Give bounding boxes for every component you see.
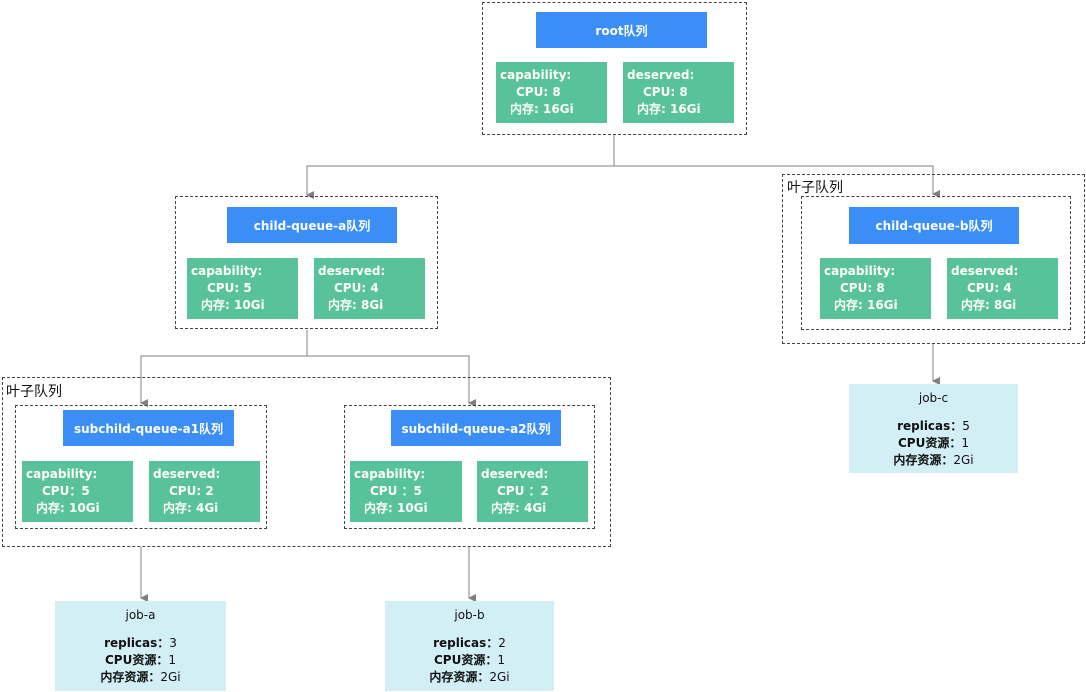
cpu-key: CPU资源： <box>434 653 498 667</box>
capability-label: capability: <box>191 264 263 278</box>
child-b-capability-box: capability: CPU: 8 内存: 16Gi <box>820 258 931 319</box>
connector-child-a-to-a2 <box>307 355 476 407</box>
capability-label: capability: <box>500 68 572 82</box>
capability-cpu: CPU: 8 <box>840 281 885 295</box>
child-b-deserved-box: deserved: CPU: 4 内存: 8Gi <box>947 258 1058 319</box>
leaf-queue-group-a <box>2 377 611 547</box>
subchild-a1-deserved-box: deserved: CPU: 2 内存: 4Gi <box>149 461 260 522</box>
mem-value: 2Gi <box>489 670 510 684</box>
capability-mem: 内存: 16Gi <box>834 298 898 312</box>
deserved-mem: 内存: 8Gi <box>961 298 1017 312</box>
subchild-a1-capability-box: capability: CPU：5 内存: 10Gi <box>22 461 133 522</box>
leaf-queue-group-b-label: 叶子队列 <box>787 180 843 196</box>
subchild-queue-a2-group <box>344 405 595 529</box>
mem-key: 内存资源： <box>893 453 954 467</box>
root-queue-group <box>482 2 747 135</box>
child-queue-a-group <box>175 196 438 329</box>
capability-label: capability: <box>824 264 896 278</box>
connector-child-a-to-a1 <box>140 330 308 407</box>
job-b-card: job-b replicas：2 CPU资源：1 内存资源：2Gi <box>385 601 554 691</box>
connector-root-to-child-b <box>614 165 940 198</box>
cpu-value: 1 <box>497 653 505 667</box>
replicas-value: 3 <box>169 636 177 650</box>
cpu-value: 1 <box>961 436 969 450</box>
deserved-cpu: CPU: 4 <box>334 281 379 295</box>
deserved-cpu: CPU: 8 <box>643 85 688 99</box>
capability-label: capability: <box>26 467 98 481</box>
deserved-label: deserved: <box>481 467 549 481</box>
root-deserved-box: deserved: CPU: 8 内存: 16Gi <box>623 62 734 123</box>
child-queue-b-title: child-queue-b队列 <box>849 207 1019 244</box>
capability-mem: 内存: 10Gi <box>36 501 100 515</box>
deserved-label: deserved: <box>951 264 1019 278</box>
deserved-label: deserved: <box>153 467 221 481</box>
connector-root-to-child-a <box>306 135 615 199</box>
replicas-value: 5 <box>962 419 970 433</box>
deserved-cpu: CPU: 4 <box>967 281 1012 295</box>
job-name: job-c <box>918 391 949 405</box>
capability-cpu: CPU：5 <box>42 484 90 498</box>
job-name: job-b <box>454 608 485 622</box>
capability-cpu: CPU ：5 <box>370 484 422 498</box>
capability-mem: 内存: 10Gi <box>201 298 265 312</box>
child-a-deserved-box: deserved: CPU: 4 内存: 8Gi <box>314 258 425 319</box>
capability-cpu: CPU: 5 <box>207 281 252 295</box>
capability-mem: 内存: 16Gi <box>510 102 574 116</box>
deserved-cpu: CPU ：2 <box>497 484 549 498</box>
child-queue-a-title: child-queue-a队列 <box>227 207 397 243</box>
job-a-card: job-a replicas：3 CPU资源：1 内存资源：2Gi <box>55 601 226 691</box>
child-queue-b-group <box>801 196 1071 330</box>
subchild-queue-a2-title: subchild-queue-a2队列 <box>391 410 561 446</box>
job-name: job-a <box>125 608 156 622</box>
deserved-mem: 内存: 8Gi <box>328 298 384 312</box>
cpu-key: CPU资源： <box>898 436 962 450</box>
subchild-a2-capability-box: capability: CPU ：5 内存: 10Gi <box>350 461 462 522</box>
subchild-queue-a1-title: subchild-queue-a1队列 <box>63 410 234 446</box>
capability-label: capability: <box>354 467 426 481</box>
capability-mem: 内存: 10Gi <box>364 501 428 515</box>
replicas-key: replicas： <box>897 419 963 433</box>
child-a-capability-box: capability: CPU: 5 内存: 10Gi <box>187 258 298 319</box>
capability-cpu: CPU: 8 <box>516 85 561 99</box>
deserved-label: deserved: <box>627 68 695 82</box>
deserved-cpu: CPU: 2 <box>169 484 214 498</box>
subchild-a2-deserved-box: deserved: CPU ：2 内存: 4Gi <box>477 461 588 522</box>
cpu-value: 1 <box>168 653 176 667</box>
subchild-queue-a1-group <box>15 405 267 529</box>
mem-value: 2Gi <box>953 453 974 467</box>
replicas-value: 2 <box>498 636 506 650</box>
deserved-mem: 内存: 16Gi <box>637 102 701 116</box>
cpu-key: CPU资源： <box>105 653 169 667</box>
job-c-card: job-c replicas：5 CPU资源：1 内存资源：2Gi <box>849 384 1018 473</box>
root-queue-title: root队列 <box>536 12 707 48</box>
mem-key: 内存资源： <box>429 670 490 684</box>
replicas-key: replicas： <box>433 636 499 650</box>
mem-key: 内存资源： <box>100 670 161 684</box>
root-capability-box: capability: CPU: 8 内存: 16Gi <box>496 62 607 123</box>
deserved-label: deserved: <box>318 264 386 278</box>
deserved-mem: 内存: 4Gi <box>491 501 547 515</box>
deserved-mem: 内存: 4Gi <box>163 501 219 515</box>
mem-value: 2Gi <box>160 670 181 684</box>
leaf-queue-group-b <box>782 174 1085 344</box>
leaf-queue-group-a-label: 叶子队列 <box>6 384 62 400</box>
replicas-key: replicas： <box>104 636 170 650</box>
